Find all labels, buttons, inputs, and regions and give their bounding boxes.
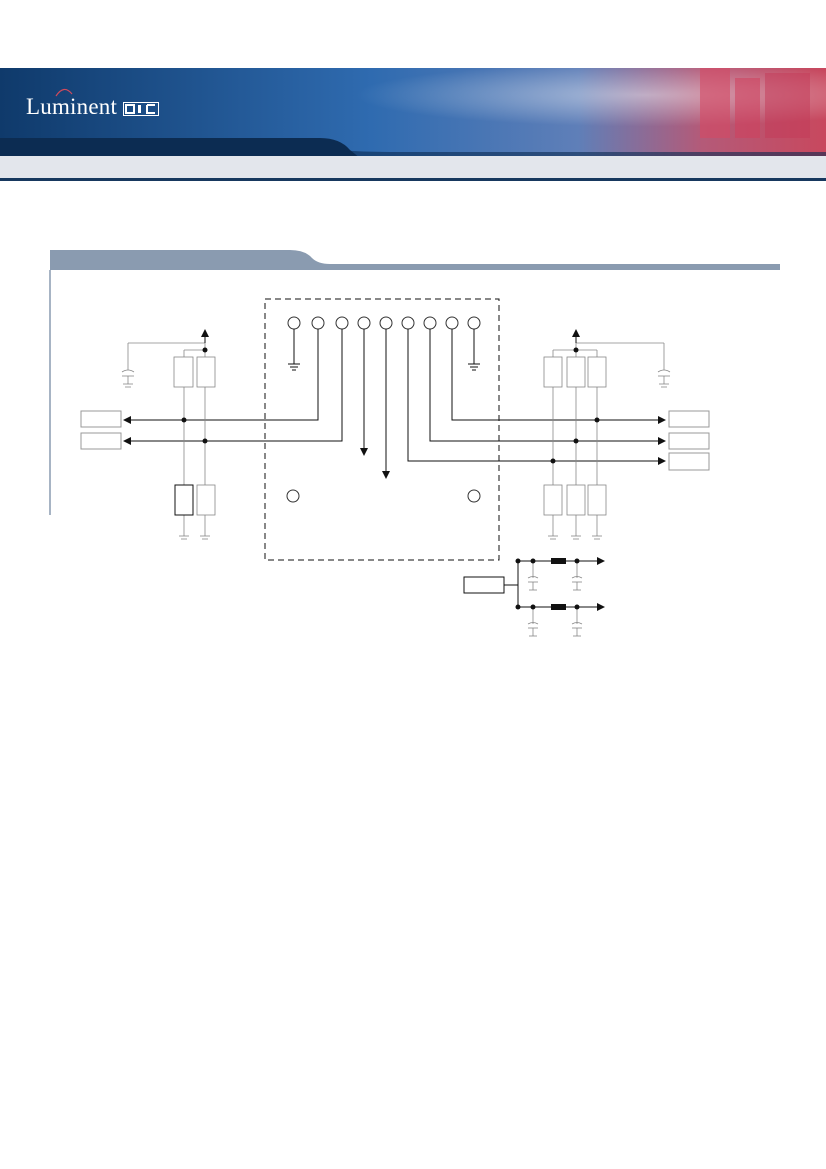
pin-4: [357, 316, 371, 330]
company-logo: Luminent: [26, 88, 159, 120]
right-io-box-2: [668, 432, 710, 450]
connector-outline: [264, 298, 500, 561]
pin-ground-icon: [288, 329, 480, 371]
mount-hole-right: [467, 489, 481, 503]
right-io-box-3: [668, 452, 710, 471]
section-tab: [49, 250, 780, 515]
junction-dot: [515, 604, 521, 610]
junction-dot: [573, 347, 579, 353]
power-filter-network: [504, 557, 605, 611]
logo-text: Luminent: [26, 94, 118, 119]
header-rule: [0, 178, 826, 181]
logo-swoosh-icon: [55, 88, 73, 97]
left-io-box-2: [80, 432, 122, 450]
junction-dot: [202, 438, 208, 444]
mount-hole-left: [286, 489, 300, 503]
connector-pins: [286, 316, 481, 503]
pin-9: [467, 316, 481, 330]
left-io-box-1: [80, 410, 122, 428]
logo-mark-icon: [122, 101, 159, 116]
power-filter-box: [463, 576, 505, 594]
pin-2: [311, 316, 325, 330]
left-supply-network: [121, 342, 216, 540]
left-signal-lines: [123, 329, 390, 479]
junction-dot: [573, 438, 579, 444]
junction-dot: [550, 458, 556, 464]
junction-dot: [515, 558, 521, 564]
junction-dot: [574, 558, 580, 564]
pin-3: [335, 316, 349, 330]
junction-dot: [202, 347, 208, 353]
junction-dot: [530, 604, 536, 610]
pin-8: [445, 316, 459, 330]
pin-7: [423, 316, 437, 330]
junction-dot: [530, 558, 536, 564]
ferrite-bead-icon: [551, 604, 566, 610]
schematic-diagram: [0, 240, 826, 660]
schematic-svg: [49, 250, 780, 637]
pin-6: [401, 316, 415, 330]
junction-dot: [181, 417, 187, 423]
ferrite-bead-icon: [551, 558, 566, 564]
right-io-box-1: [668, 410, 710, 428]
right-supply-network: [543, 342, 671, 540]
header-banner: [0, 68, 826, 158]
sub-header-bar: [0, 156, 826, 178]
pin-5: [379, 316, 393, 330]
filter-capacitors: [527, 561, 583, 637]
banner-graphic: [0, 68, 826, 158]
left-ferrite-resistor: [174, 484, 194, 516]
pin-1: [287, 316, 301, 330]
junction-dot: [594, 417, 600, 423]
right-signal-lines: [407, 329, 666, 465]
junction-dot: [574, 604, 580, 610]
